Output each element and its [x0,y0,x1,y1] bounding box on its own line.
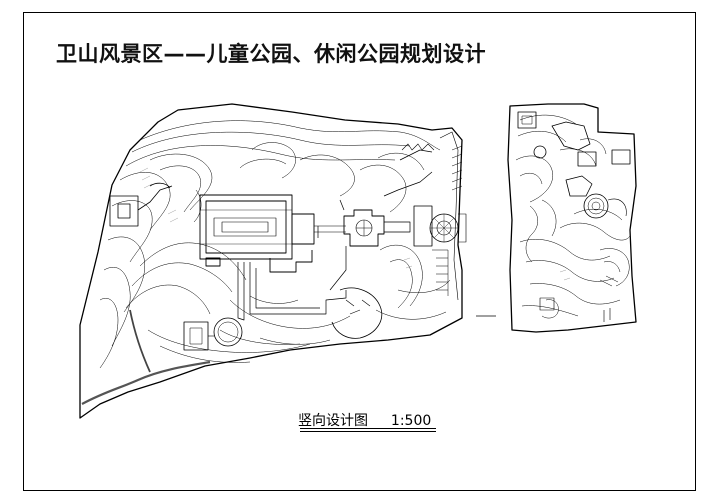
children-park-contours [99,120,451,369]
main-building-complex [199,194,346,273]
east-plaza [413,205,467,247]
caption-underline-thin [300,431,436,432]
drawing-scale: 1:500 [390,413,432,429]
leisure-park-structures [517,111,631,322]
northeast-wall [401,143,435,151]
southwest-ring-building [183,317,243,351]
west-pavilion [109,182,173,227]
children-park-boundary [79,103,463,419]
east-stairs [432,145,463,296]
caption-underline [300,428,436,429]
planting-hatch [139,167,571,281]
drawing-name: 竖向设计图 [298,413,368,429]
leisure-park-boundary [476,103,637,333]
cross-building [343,209,385,247]
south-round-plaza [331,287,383,339]
drawing-title: 卫山风景区——儿童公园、休闲公园规划设计 [56,42,486,66]
planting-strip [81,360,211,405]
leisure-park-contours [515,114,631,319]
drawing-caption: 竖向设计图 1:500 [298,410,431,430]
drawing-frame [23,12,696,491]
walkways [237,149,433,321]
